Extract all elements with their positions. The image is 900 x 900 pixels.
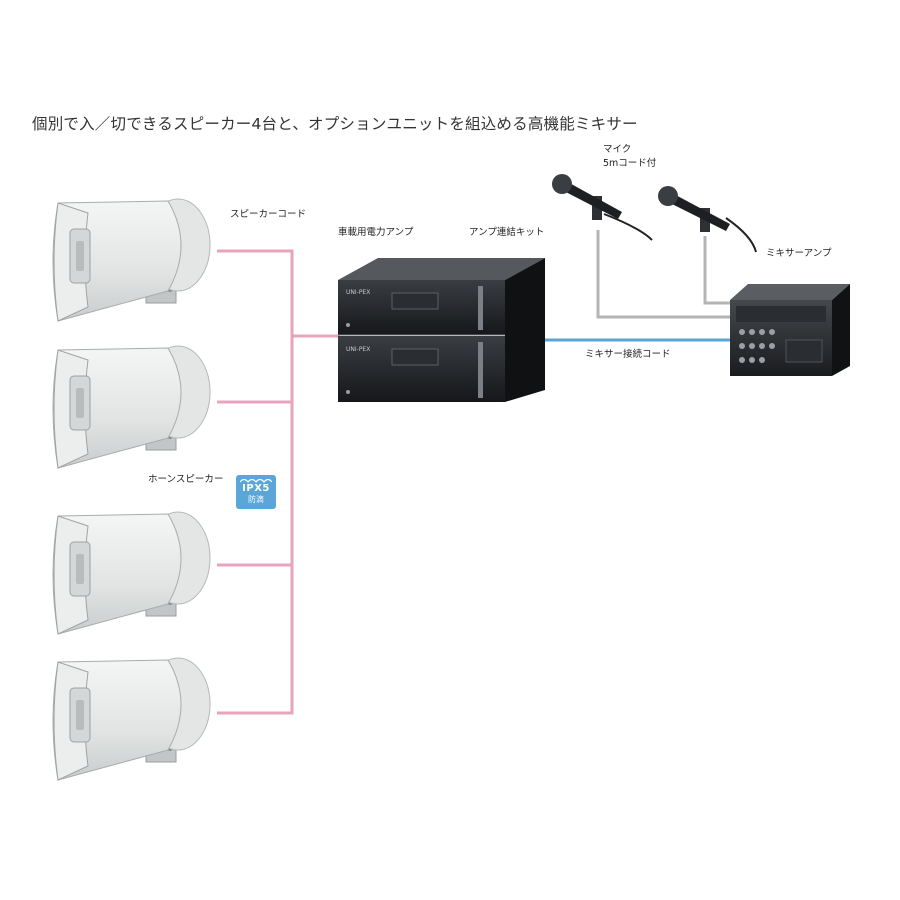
power-amp-label: 車載用電力アンプ <box>338 227 414 238</box>
wave-icon <box>240 478 272 483</box>
speaker-cord-label: スピーカーコード <box>230 209 307 220</box>
amp-link-kit-label: アンプ連結キット <box>469 227 545 238</box>
horn-speaker-4 <box>52 657 211 781</box>
ipx5-text: IPX5 <box>242 483 270 494</box>
speaker-cord-wires <box>217 249 340 715</box>
mixer-amplifier <box>730 284 850 376</box>
mic-cord-label: 5mコード付 <box>603 158 657 169</box>
drip-proof-text: 防滴 <box>248 495 264 504</box>
horn-speaker-1 <box>52 198 211 322</box>
microphone-1 <box>552 174 653 241</box>
horn-speaker-2 <box>52 345 211 469</box>
mic-label: マイク <box>603 144 632 155</box>
microphone-2 <box>658 186 757 253</box>
amp-brand-label-top: UNI-PEX <box>346 289 370 296</box>
ipx5-waterproof-badge: IPX5 防滴 <box>236 475 276 509</box>
headline: 個別で入／切できるスピーカー4台と、オプションユニットを組込める高機能ミキサー <box>32 115 638 133</box>
mixer-cord-label: ミキサー接続コード <box>585 349 671 360</box>
power-amplifier-stack: UNI-PEX UNI-PEX <box>338 258 545 402</box>
amp-brand-label-bottom: UNI-PEX <box>346 346 370 353</box>
horn-speaker-label: ホーンスピーカー <box>148 474 224 485</box>
mixer-amp-label: ミキサーアンプ <box>766 248 832 259</box>
horn-speaker-3 <box>52 511 211 635</box>
mic-cord-wires <box>596 230 732 319</box>
